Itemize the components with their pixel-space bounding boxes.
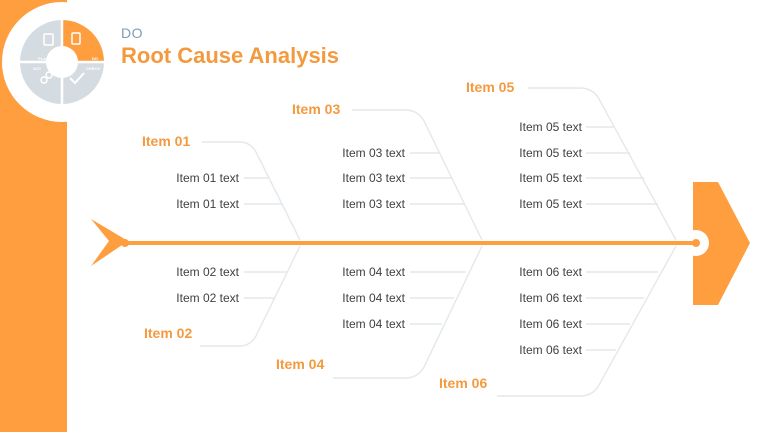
- bone-item-02: [200, 245, 301, 347]
- list-item: Item 03 text: [342, 197, 405, 211]
- list-item: Item 06 text: [519, 317, 582, 331]
- pdca-label-plan: PLAN: [38, 56, 49, 61]
- category-label-item-03: Item 03: [292, 101, 341, 117]
- bone-item-01: [202, 141, 301, 241]
- pdca-label-do: DO: [92, 56, 98, 61]
- fish-head: [693, 182, 750, 305]
- category-label-item-01: Item 01: [142, 133, 191, 149]
- bone-item-04: [333, 245, 483, 379]
- page-title: Root Cause Analysis: [121, 43, 340, 68]
- list-item: Item 05 text: [519, 171, 582, 185]
- pdca-label-check: CHECK: [86, 66, 100, 71]
- section-eyebrow: DO: [121, 25, 143, 41]
- list-item: Item 02 text: [176, 291, 239, 305]
- check-icon: [69, 72, 85, 85]
- document-icon: [71, 32, 81, 45]
- list-item: Item 05 text: [519, 146, 582, 160]
- list-item: Item 03 text: [342, 171, 405, 185]
- list-item: Item 05 text: [519, 197, 582, 211]
- list-item: Item 04 text: [342, 265, 405, 279]
- category-label-item-04: Item 04: [276, 356, 325, 372]
- link-icon: [40, 71, 53, 84]
- list-item: Item 04 text: [342, 291, 405, 305]
- list-item: Item 05 text: [519, 120, 582, 134]
- list-item: Item 04 text: [342, 317, 405, 331]
- clipboard-icon: [43, 33, 54, 46]
- pdca-label-act: ACT: [33, 66, 42, 71]
- bone-item-06: [497, 245, 677, 397]
- category-label-item-05: Item 05: [466, 79, 515, 95]
- list-item: Item 06 text: [519, 343, 582, 357]
- list-item: Item 06 text: [519, 291, 582, 305]
- category-label-item-06: Item 06: [439, 375, 488, 391]
- bone-item-03: [352, 109, 483, 241]
- list-item: Item 03 text: [342, 146, 405, 160]
- list-item: Item 01 text: [176, 171, 239, 185]
- fish-tail: [91, 219, 128, 266]
- pdca-wheel: PLAN DO CHECK ACT: [2, 2, 122, 122]
- bone-item-05: [528, 87, 677, 241]
- list-item: Item 02 text: [176, 265, 239, 279]
- list-item: Item 06 text: [519, 265, 582, 279]
- category-label-item-02: Item 02: [144, 325, 193, 341]
- list-item: Item 01 text: [176, 197, 239, 211]
